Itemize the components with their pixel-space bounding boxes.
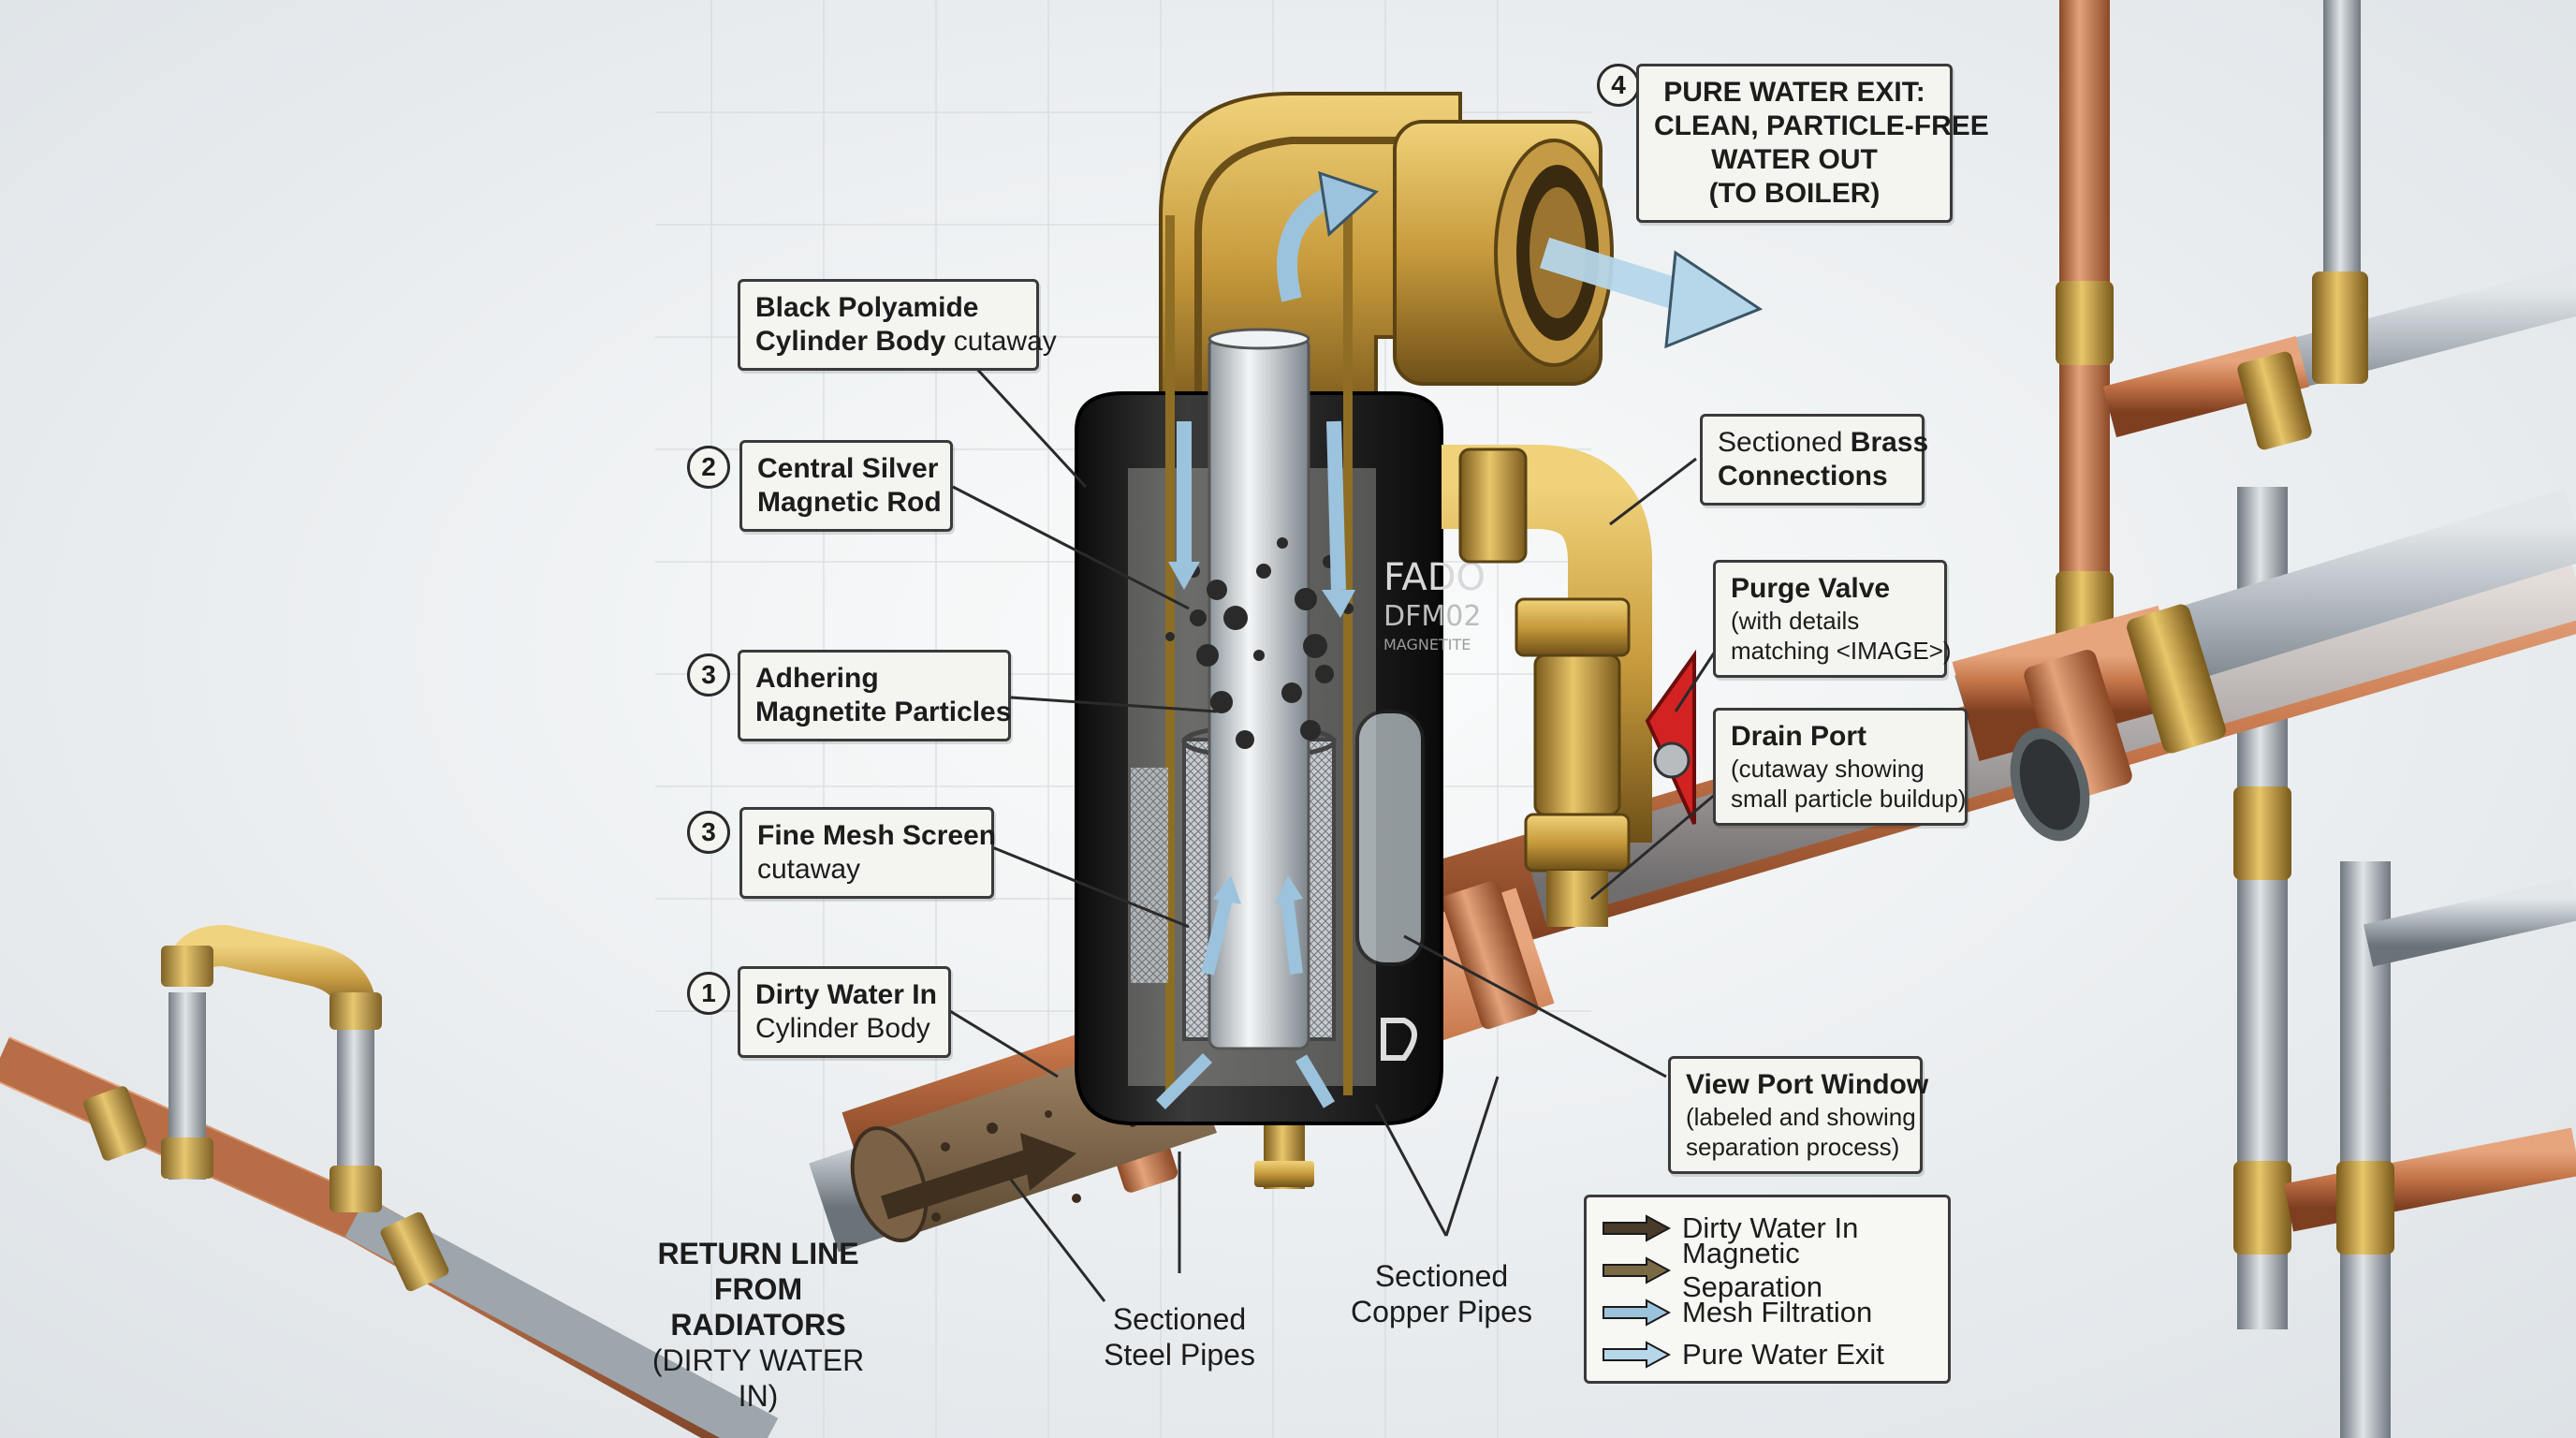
- legend-item-mesh-filtration: Mesh Filtration: [1602, 1291, 1933, 1333]
- step-2-badge: 2: [687, 446, 730, 489]
- brand-sub: MAGNETITE: [1383, 636, 1471, 653]
- legend-item-pure-water-exit: Pure Water Exit: [1602, 1333, 1933, 1375]
- legend-item-dirty-water-in: Dirty Water In: [1602, 1207, 1933, 1249]
- purge-valve-label: Purge Valve (with details matching <IMAG…: [1713, 560, 1952, 678]
- drain-port-label: Drain Port (cutaway showing small partic…: [1713, 708, 1968, 826]
- copper-pipes-label: Sectioned Copper Pipes: [1351, 1259, 1532, 1328]
- side-connection: [1442, 445, 1696, 927]
- brand-model: DFM02: [1383, 600, 1481, 633]
- cylinder-body-label: Black Polyamide Cylinder Body cutaway: [738, 279, 1057, 371]
- steel-pipes-label: Sectioned Steel Pipes: [1104, 1302, 1255, 1372]
- view-port-label: View Port Window (labeled and showing se…: [1668, 1056, 1928, 1174]
- step-1-badge: 1: [687, 972, 730, 1015]
- step-3-particles-badge: 3: [687, 653, 730, 697]
- pure-water-exit-label: PURE WATER EXIT: CLEAN, PARTICLE-FREE WA…: [1636, 64, 1989, 223]
- return-line-label: RETURN LINE FROM RADIATORS (DIRTY WATER …: [651, 1237, 865, 1413]
- legend-arrow-icon: [1603, 1340, 1671, 1369]
- legend-arrow-icon: [1603, 1298, 1671, 1327]
- brand-fado: FADO: [1383, 556, 1486, 599]
- step-3-mesh-badge: 3: [687, 811, 730, 854]
- leader-lines: [949, 363, 1723, 1302]
- magnetic-rod-label: Central Silver Magnetic Rod: [739, 440, 953, 532]
- brass-connections-label: Sectioned Brass Connections: [1700, 414, 1928, 506]
- dirty-water-in-label: Dirty Water In Cylinder Body: [738, 966, 951, 1058]
- flow-legend: Dirty Water In Magnetic Separation Mesh …: [1584, 1195, 1951, 1384]
- legend-item-magnetic-separation: Magnetic Separation: [1602, 1237, 1933, 1303]
- magnetite-particles: [1165, 537, 1354, 749]
- separator-body: FADO DFM02 MAGNETITE: [1075, 92, 1764, 1125]
- brand-logo-d: [1381, 1018, 1417, 1061]
- left-pipework: [0, 924, 779, 1438]
- legend-arrow-icon: [1603, 1255, 1671, 1284]
- legend-arrow-icon: [1603, 1213, 1671, 1242]
- mesh-screen-label: Fine Mesh Screen cutaway: [739, 807, 996, 899]
- magnetite-particles-label: Adhering Magnetite Particles: [738, 650, 1011, 741]
- step-4-badge: 4: [1597, 64, 1640, 107]
